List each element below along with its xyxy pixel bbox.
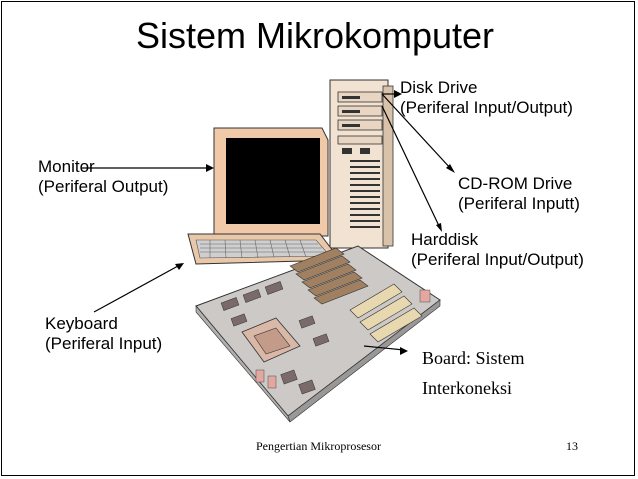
monitor-screen [226, 138, 320, 224]
monitor-label: Monitor [38, 157, 95, 176]
tower-case [329, 79, 394, 249]
harddisk-type: (Periferal Input/Output) [411, 250, 584, 269]
page-number: 13 [566, 439, 578, 453]
cpu-socket [241, 317, 301, 363]
cdrom-label: CD-ROM Drive [458, 174, 573, 193]
callout-arrowheads [175, 90, 455, 355]
motherboard [195, 245, 441, 423]
board-label-line1: Board: Sistem [422, 348, 525, 368]
keyboard-label: Keyboard [45, 314, 118, 333]
footer-text: Pengertian Mikroprosesor [256, 439, 381, 453]
harddisk-label: Harddisk [411, 230, 479, 249]
monitor-type: (Periferal Output) [38, 177, 169, 196]
monitor [213, 127, 329, 245]
keyboard-type: (Periferal Input) [45, 334, 163, 353]
disk-drive-label: Disk Drive [400, 78, 478, 97]
cdrom-type: (Periferal Inputt) [458, 194, 580, 213]
slide-title: Sistem Mikrokomputer [135, 15, 495, 56]
board-label-line2: Interkoneksi [422, 378, 512, 398]
callout-lines [82, 93, 453, 351]
disk-drive-type: (Periferal Input/Output) [400, 98, 573, 117]
